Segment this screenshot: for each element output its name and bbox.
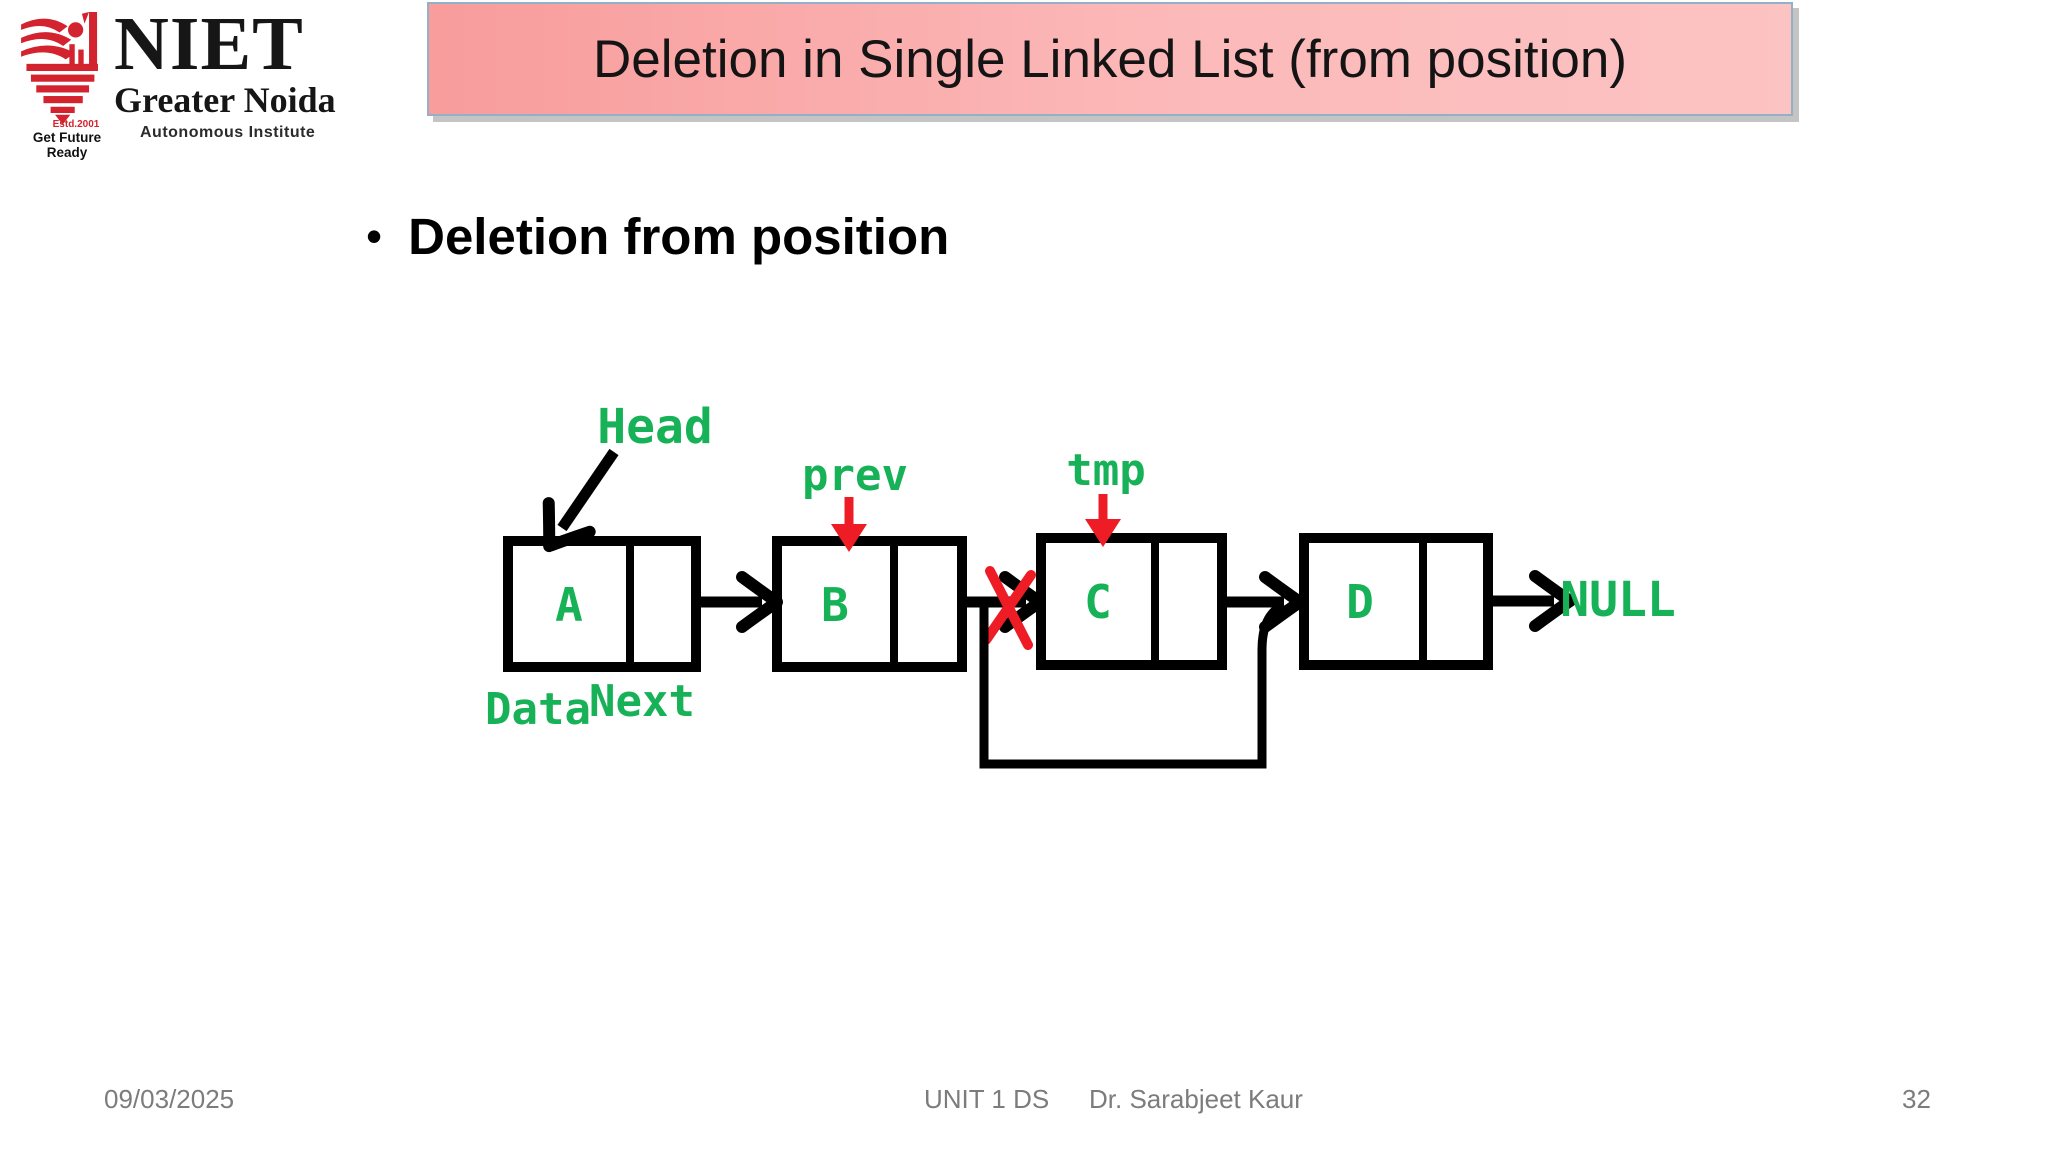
node-a-label: A <box>555 578 583 632</box>
bypass-link-b-to-d <box>979 600 1287 769</box>
deleted-link-x-icon <box>981 566 1036 650</box>
logo-name: NIET <box>114 2 304 86</box>
tmp-pointer-arrow-icon <box>1085 494 1121 547</box>
node-c: C <box>1036 533 1227 670</box>
node-d: D <box>1299 533 1493 670</box>
arrow-a-to-b-icon <box>700 571 783 633</box>
logo-tagline: Autonomous Institute <box>140 124 316 141</box>
logo-estd-text: Estd.2001 <box>52 119 100 130</box>
node-d-label: D <box>1346 575 1374 629</box>
bullet-line: • Deletion from position <box>366 206 949 268</box>
node-b: B <box>772 536 967 672</box>
logo-motto-text: Get Future Ready <box>32 130 102 160</box>
head-label: Head <box>597 399 713 455</box>
node-b-label: B <box>821 578 849 632</box>
data-field-label: Data <box>485 684 591 735</box>
node-a: A <box>503 536 701 672</box>
footer-date: 09/03/2025 <box>104 1084 235 1114</box>
bullet-marker: • <box>366 210 383 262</box>
bullet-heading: Deletion from position <box>408 208 950 265</box>
niet-emblem-icon <box>21 12 98 125</box>
slide-title-banner: Deletion in Single Linked List (from pos… <box>427 2 1793 116</box>
footer-unit: UNIT 1 DS <box>924 1084 1050 1114</box>
prev-label: prev <box>802 450 908 501</box>
logo-subtitle: Greater Noida <box>114 80 336 120</box>
null-label: NULL <box>1560 572 1676 628</box>
head-pointer-arrow-icon <box>542 448 619 553</box>
next-field-label: Next <box>589 676 695 727</box>
arrow-c-to-d-icon <box>1226 571 1306 633</box>
prev-pointer-arrow-icon <box>831 497 867 552</box>
node-c-label: C <box>1084 575 1112 629</box>
footer-page-number: 32 <box>1902 1084 1931 1114</box>
footer-author: Dr. Sarabjeet Kaur <box>1089 1084 1303 1114</box>
niet-logo: Estd.2001 Get Future Ready NIET Greater … <box>10 2 375 160</box>
tmp-label: tmp <box>1066 445 1145 496</box>
slide-title: Deletion in Single Linked List (from pos… <box>592 29 1628 89</box>
arrow-d-to-null-icon <box>1492 570 1576 632</box>
